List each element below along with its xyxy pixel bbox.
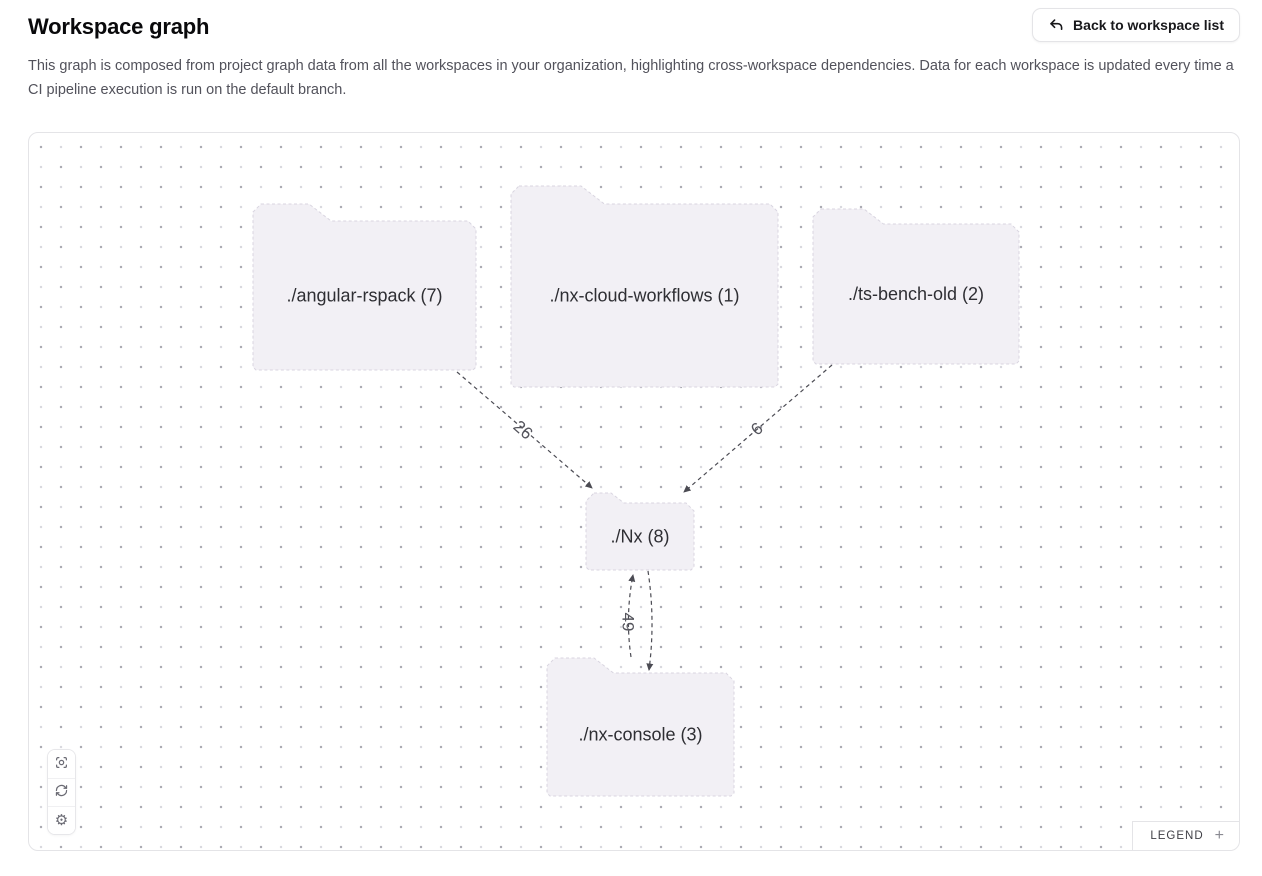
back-button-label: Back to workspace list (1073, 17, 1224, 33)
page-header: Workspace graph This graph is composed f… (28, 8, 1240, 102)
center-view-button[interactable] (48, 750, 75, 778)
workspace-node-label: ./angular-rspack (7) (286, 286, 442, 306)
plus-icon: + (1214, 827, 1224, 844)
folder-shape[interactable] (546, 657, 735, 797)
folder-shape[interactable] (252, 203, 477, 371)
page-title: Workspace graph (28, 14, 210, 39)
edge-ts-bench-old-to-nx[interactable] (683, 364, 833, 493)
gear-icon: ⚙ (54, 811, 69, 829)
folder-shape[interactable] (510, 185, 779, 388)
workspace-graph-panel[interactable]: 26 6 49 ./angular-rspack (7) ./nx-cloud-work… (28, 132, 1240, 851)
legend-toggle[interactable]: LEGEND + (1132, 821, 1239, 850)
edge-label-ts-bench-old-to-nx: 6 (747, 419, 766, 440)
workspace-node-ts-bench-old[interactable]: ./ts-bench-old (2) (812, 208, 1020, 365)
workspace-node-label: ./Nx (8) (610, 527, 669, 547)
refresh-icon (54, 783, 69, 802)
page-description: This graph is composed from project grap… (28, 58, 1234, 98)
edge-nx-console-to-nx[interactable] (627, 574, 636, 658)
back-to-workspace-list-button[interactable]: Back to workspace list (1032, 8, 1240, 42)
graph-toolbar: ⚙ (47, 749, 76, 835)
settings-button[interactable]: ⚙ (48, 806, 75, 834)
folder-shape[interactable] (585, 492, 695, 571)
edge-nx-to-nx-console[interactable] (646, 570, 654, 671)
workspace-node-label: ./nx-cloud-workflows (1) (549, 286, 739, 306)
folder-shape[interactable] (812, 208, 1020, 365)
refresh-button[interactable] (48, 778, 75, 806)
workspace-node-angular-rspack[interactable]: ./angular-rspack (7) (252, 203, 477, 371)
workspace-graph-svg[interactable]: 26 6 49 ./angular-rspack (7) ./nx-cloud-work… (29, 133, 1239, 850)
undo-arrow-icon (1048, 17, 1064, 33)
focus-icon (54, 755, 69, 774)
workspace-node-nx[interactable]: ./Nx (8) (585, 492, 695, 571)
workspace-node-nx-cloud-workflows[interactable]: ./nx-cloud-workflows (1) (510, 185, 779, 388)
legend-label: LEGEND (1150, 830, 1204, 842)
workspace-node-nx-console[interactable]: ./nx-console (3) (546, 657, 735, 797)
workspace-node-label: ./nx-console (3) (578, 725, 702, 745)
workspace-node-label: ./ts-bench-old (2) (848, 284, 984, 304)
edge-label-nx-to-nx-console: 49 (619, 613, 638, 632)
edge-label-angular-rspack-to-nx: 26 (510, 417, 537, 444)
